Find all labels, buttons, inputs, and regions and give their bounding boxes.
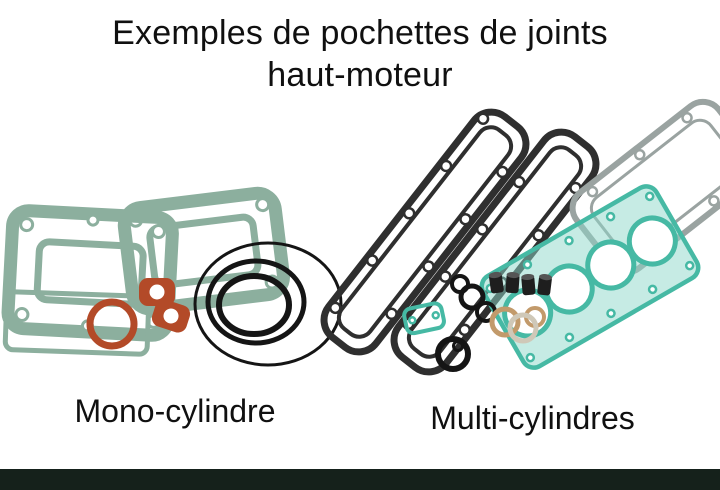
small-teal-gasket-icon	[402, 301, 446, 336]
small-o-rings-icon	[450, 274, 497, 323]
multi-cylinder-gasket-set-image	[320, 98, 720, 376]
mono-cylinder-gasket-set-image	[1, 186, 343, 367]
washers-icon	[489, 306, 546, 344]
mono-cylinder-label: Mono-cylindre	[74, 393, 276, 429]
title-line-1: Exemples de pochettes de joints	[112, 14, 608, 52]
oil-seal-icon	[435, 336, 471, 372]
flat-gasket-icon	[2, 289, 152, 357]
title-line-2: haut-moteur	[267, 56, 453, 94]
page-title: Exemples de pochettes de joints haut-mot…	[0, 12, 720, 96]
valve-cover-gasket-front-icon	[320, 108, 530, 356]
exhaust-ring-icon	[86, 298, 138, 350]
footer-bar	[0, 469, 720, 490]
o-rings-icon	[193, 241, 343, 367]
small-exhaust-gaskets-icon	[139, 278, 191, 333]
multi-cylinder-label: Multi-cylindres	[430, 400, 635, 436]
cylinder-gasket-icon	[1, 204, 179, 342]
valve-stem-seals-icon	[488, 271, 553, 296]
